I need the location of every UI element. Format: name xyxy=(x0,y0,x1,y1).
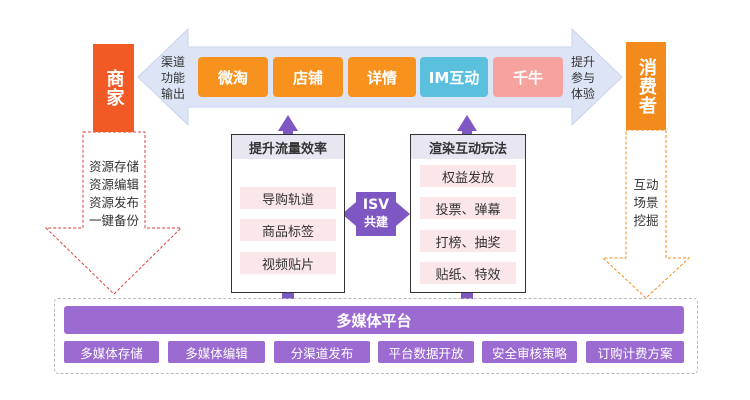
merchant-actions: 资源存储 资源编辑 资源发布 一键备份 xyxy=(79,158,149,230)
channel-pill-qianniu: 千牛 xyxy=(493,57,563,97)
interaction-item: 贴纸、特效 xyxy=(420,262,516,284)
right-arrow-label-line: 参与 xyxy=(570,71,595,85)
traffic-panel: 提升流量效率 导购轨道 商品标签 视频贴片 xyxy=(231,134,345,293)
merchant-action: 一键备份 xyxy=(88,213,139,228)
platform-feature: 订购计费方案 xyxy=(586,341,684,363)
channel-pill-label: 详情 xyxy=(366,68,397,87)
merchant-action: 资源发布 xyxy=(88,195,139,210)
interaction-connector xyxy=(461,291,473,299)
traffic-panel-title: 提升流量效率 xyxy=(232,135,344,159)
right-arrow-label-line: 提升 xyxy=(570,55,595,69)
merchant-action: 资源编辑 xyxy=(88,177,139,192)
interaction-item: 打榜、抽奖 xyxy=(420,230,516,252)
channel-pill-label: 店铺 xyxy=(292,68,323,87)
traffic-item: 视频贴片 xyxy=(240,252,336,274)
isv-left-arrow xyxy=(342,202,356,226)
isv-label: ISV xyxy=(362,197,390,213)
channel-pill-im: IM互动 xyxy=(420,57,488,97)
traffic-item: 导购轨道 xyxy=(240,187,336,209)
merchant-down-arrow xyxy=(44,131,183,295)
channel-pill-label: IM互动 xyxy=(428,68,480,87)
isv-right-arrow xyxy=(396,202,410,226)
platform-feature: 安全审核策略 xyxy=(482,341,577,363)
consumer-action: 场景 xyxy=(633,195,659,210)
traffic-up-arrow xyxy=(278,115,298,134)
consumer-label: 消费者 xyxy=(636,57,657,115)
platform-feature: 分渠道发布 xyxy=(274,341,370,363)
consumer-action: 挖掘 xyxy=(633,213,659,228)
interaction-item: 权益发放 xyxy=(420,165,516,187)
left-arrow-label: 渠道 功能 输出 xyxy=(158,54,188,102)
platform-container xyxy=(54,298,698,374)
consumer-down-arrow xyxy=(601,129,691,299)
left-arrow-label-line: 输出 xyxy=(160,87,185,101)
right-arrow-label-line: 体验 xyxy=(570,87,595,101)
left-arrow-label-line: 渠道 xyxy=(160,55,185,69)
interaction-panel-title: 渲染互动玩法 xyxy=(411,135,525,159)
platform-feature: 平台数据开放 xyxy=(378,341,474,363)
merchant-box: 商家 xyxy=(93,44,134,132)
traffic-item: 商品标签 xyxy=(240,219,336,241)
channel-pill-weitao: 微淘 xyxy=(198,57,268,97)
isv-sublabel: 共建 xyxy=(363,215,388,229)
consumer-action: 互动 xyxy=(633,177,659,192)
interaction-panel: 渲染互动玩法 权益发放 投票、弹幕 打榜、抽奖 贴纸、特效 xyxy=(410,134,526,293)
platform-feature: 多媒体存储 xyxy=(64,341,159,363)
isv-box: ISV 共建 xyxy=(356,192,396,236)
left-arrow-label-line: 功能 xyxy=(160,71,185,85)
consumer-box: 消费者 xyxy=(626,42,666,130)
right-arrow-label: 提升 参与 体验 xyxy=(568,54,598,102)
channel-pill-label: 微淘 xyxy=(217,68,248,87)
interaction-up-arrow xyxy=(457,115,477,134)
interaction-item: 投票、弹幕 xyxy=(420,197,516,219)
platform-feature: 多媒体编辑 xyxy=(168,341,265,363)
consumer-actions: 互动 场景 挖掘 xyxy=(626,176,666,230)
platform-title: 多媒体平台 xyxy=(64,306,684,334)
channel-pill-detail: 详情 xyxy=(348,57,416,97)
channel-pill-store: 店铺 xyxy=(273,57,343,97)
merchant-label: 商家 xyxy=(103,69,125,107)
channel-pill-label: 千牛 xyxy=(512,68,543,87)
merchant-action: 资源存储 xyxy=(88,159,139,174)
traffic-connector xyxy=(282,291,294,299)
